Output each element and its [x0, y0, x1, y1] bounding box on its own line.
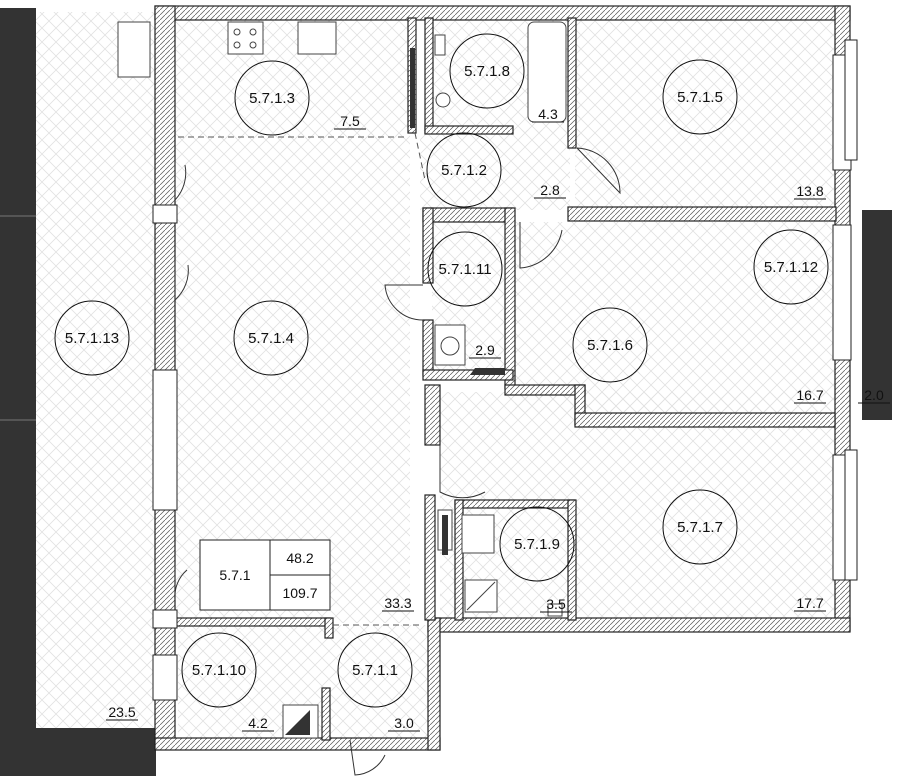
room-marker-circle — [426, 132, 502, 208]
room-area: 3.0 — [394, 715, 414, 731]
apartment-summary-table: 5.7.1 48.2 109.7 — [199, 539, 331, 611]
balcony-railing — [0, 8, 892, 776]
room-marker-circle — [449, 33, 525, 109]
room-code: 5.7.1.12 — [764, 259, 818, 276]
room-code: 5.7.1.13 — [65, 330, 119, 347]
room-code: 5.7.1.1 — [352, 662, 398, 679]
room-marker-circle — [181, 632, 257, 708]
room-area: 23.5 — [108, 704, 135, 720]
room-marker-circle — [662, 59, 738, 135]
room-area: 33.3 — [384, 595, 411, 611]
room-markers: 5.7.1.13 23.5 5.7.1.3 7.5 5.7.1.8 4.3 5.7.1.5 1… — [54, 33, 890, 732]
room-marker-circle — [753, 229, 829, 305]
room-code: 5.7.1.3 — [249, 90, 295, 107]
zone-lines — [178, 132, 426, 626]
summary-living-area: 48.2 — [286, 550, 313, 566]
room-area: 2.9 — [475, 342, 495, 358]
room-code: 5.7.1.2 — [441, 162, 487, 179]
room-marker-circle — [427, 231, 503, 307]
room-marker-circle — [337, 632, 413, 708]
room-marker-circle — [572, 307, 648, 383]
summary-total-area: 109.7 — [282, 585, 317, 601]
room-area: 3.5 — [546, 596, 566, 612]
room-code: 5.7.1.5 — [677, 89, 723, 106]
room-code: 5.7.1.6 — [587, 337, 633, 354]
fixtures-dark — [285, 48, 505, 735]
room-code: 5.7.1.7 — [677, 519, 723, 536]
room-marker-circle — [662, 489, 738, 565]
room-code: 5.7.1.4 — [248, 330, 294, 347]
room-area: 2.8 — [540, 182, 560, 198]
summary-apartment-code: 5.7.1 — [219, 567, 250, 583]
room-code: 5.7.1.8 — [464, 63, 510, 80]
room-area: 17.7 — [796, 595, 823, 611]
room-code: 5.7.1.11 — [438, 261, 491, 278]
floor-fill — [36, 12, 837, 740]
room-area: 7.5 — [340, 113, 360, 129]
room-area: 4.2 — [248, 715, 268, 731]
room-code: 5.7.1.9 — [514, 536, 560, 553]
room-marker-circle — [499, 506, 575, 582]
room-area: 13.8 — [796, 183, 823, 199]
windows — [152, 39, 858, 701]
room-marker-circle — [234, 60, 310, 136]
room-marker-circle — [54, 300, 130, 376]
room-area: 2.0 — [864, 387, 884, 403]
room-area: 16.7 — [796, 387, 823, 403]
doors — [174, 147, 621, 776]
room-code: 5.7.1.10 — [192, 662, 246, 679]
room-area: 4.3 — [538, 106, 558, 122]
room-marker-circle — [233, 300, 309, 376]
